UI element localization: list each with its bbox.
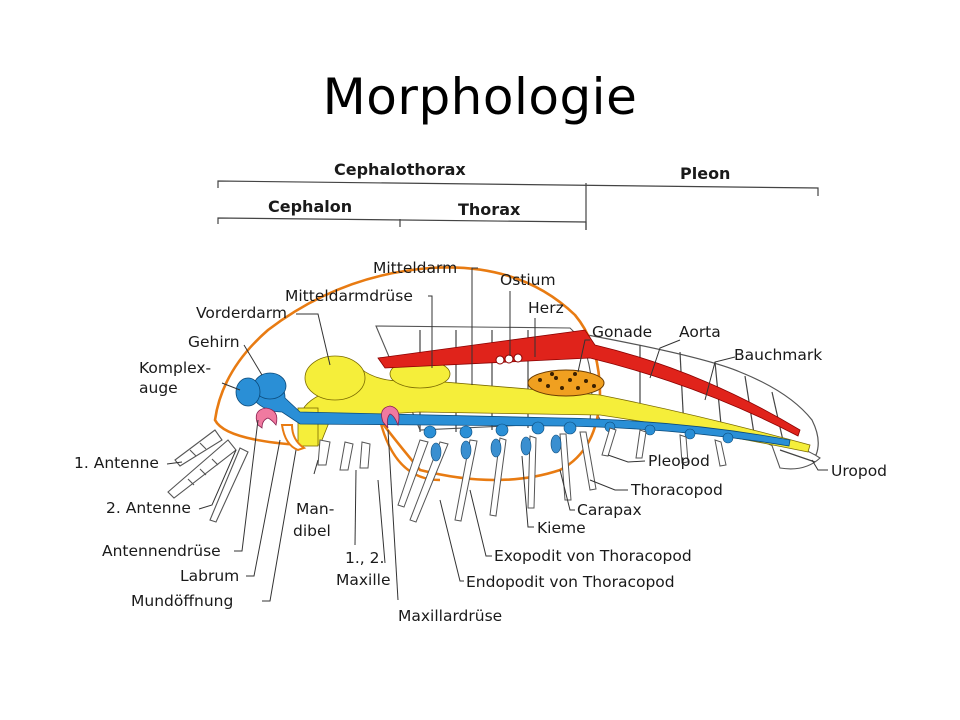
label-mitteldarmdruese: Mitteldarmdrüse (285, 287, 413, 305)
pleopods (601, 427, 727, 467)
label-ostium: Ostium (500, 271, 556, 289)
label-cephalon: Cephalon (268, 197, 352, 216)
mouthparts (317, 439, 371, 471)
label-endopodit: Endopodit von Thoracopod (466, 573, 675, 591)
label-aorta: Aorta (679, 323, 721, 341)
label-herz: Herz (528, 299, 564, 317)
label-mitteldarm: Mitteldarm (373, 259, 457, 277)
label-gonade: Gonade (592, 323, 652, 341)
label-bauchmark: Bauchmark (734, 346, 822, 364)
label-antenne1: 1. Antenne (74, 454, 159, 472)
leader-lines (166, 267, 828, 602)
label-gehirn: Gehirn (188, 333, 240, 351)
ostium-1 (495, 355, 505, 365)
label-maxillardruese: Maxillardrüse (398, 607, 502, 625)
label-maxille-2: Maxille (336, 571, 391, 589)
label-mundoeffnung: Mundöffnung (131, 592, 233, 610)
heart-aorta-red (377, 329, 801, 437)
gonade-dots (538, 372, 596, 390)
slide-title: Morphologie (322, 68, 638, 126)
label-antenne2: 2. Antenne (106, 499, 191, 517)
label-thorax: Thorax (458, 200, 521, 219)
vorderdarm-stomach (304, 355, 366, 401)
label-maxille-1: 1., 2. (345, 549, 384, 567)
ostium-3 (513, 353, 523, 363)
antennae (167, 429, 249, 523)
ganglia (423, 421, 734, 444)
antennendruese-shape (255, 407, 278, 429)
label-cephalothorax: Cephalothorax (334, 160, 466, 179)
gills (430, 434, 562, 462)
ostium-2 (504, 354, 514, 364)
thoracopods (397, 431, 597, 523)
label-mandibel-2: dibel (293, 522, 331, 540)
diagram-labels: Mitteldarm Mitteldarmdrüse Ostium Herz V… (74, 259, 887, 625)
label-vorderdarm: Vorderdarm (196, 304, 287, 322)
komplexauge-shape (235, 377, 261, 407)
cephalon-thorax-bracket (217, 217, 587, 230)
label-exopodit: Exopodit von Thoracopod (494, 547, 692, 565)
label-mandibel-1: Man- (296, 500, 334, 518)
label-pleon: Pleon (680, 164, 730, 183)
label-komplexauge-1: Komplex- (139, 359, 211, 377)
label-kieme: Kieme (537, 519, 586, 537)
label-komplexauge-2: auge (139, 379, 178, 397)
gonade-shape (527, 369, 605, 397)
label-carapax: Carapax (577, 501, 642, 519)
label-antennendruese: Antennendrüse (102, 542, 221, 560)
cephalothorax-pleon-bracket (217, 180, 819, 196)
maxillardruese-shape (381, 405, 400, 429)
label-uropod: Uropod (831, 462, 887, 480)
region-brackets: Cephalothorax Pleon Cephalon Thorax (217, 160, 819, 230)
carapax-outline (213, 266, 602, 482)
label-pleopod: Pleopod (648, 452, 710, 470)
animal-body (167, 266, 821, 523)
label-thoracopod: Thoracopod (630, 481, 723, 499)
label-labrum: Labrum (180, 567, 239, 585)
